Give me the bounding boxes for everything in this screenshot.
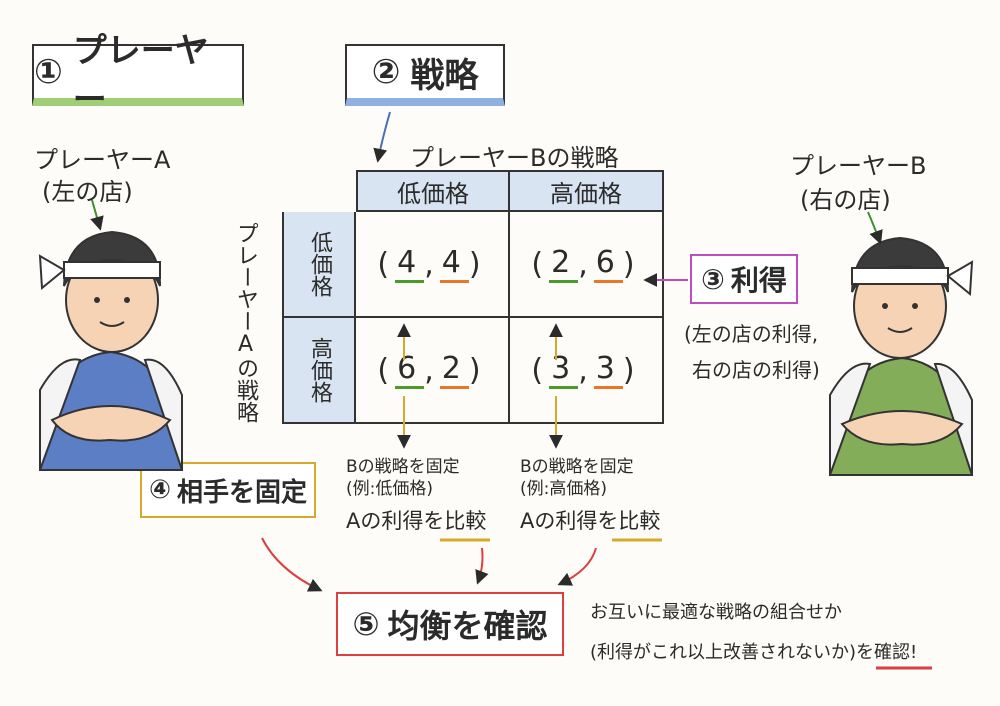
arrow-fix-to-equilibrium [261,537,597,592]
fix-note-line3: Aの利得を比較 [520,509,661,533]
col-header-high: 高価格 [510,170,664,212]
fix-note-line2: (例:低価格) [346,479,433,499]
payoff-a: 6 [395,351,425,389]
fix-note-line3: Aの利得を比較 [346,509,487,533]
row-header-low: 低価格 [282,212,356,318]
payoff-b: 2 [439,351,469,389]
section-number: ② [371,52,401,92]
section-strategy-label: ② 戦略 [345,44,505,106]
shopkeeper-a-illustration [38,230,184,471]
matrix-row-header: プレーヤーAの戦略 [233,222,258,423]
fix-note-line1: Bの戦略を固定 [520,457,634,477]
section-fix-label: ④ 相手を固定 [140,462,316,518]
section-title: 利得 [730,264,787,297]
fix-note-line2: (例:高価格) [520,479,607,499]
shopkeeper-b-illustration [828,236,974,476]
matrix-corner [282,170,356,212]
payoff-cell-high-low: (6,2) [356,318,510,424]
payoff-a: 2 [549,245,579,283]
section-number: ① [34,52,63,92]
section-players-label: ① プレーヤー [32,31,244,120]
payoff-b: 6 [593,245,623,283]
section-title: プレーヤー [72,31,209,120]
fix-note-right: Bの戦略を固定 (例:高価格) Aの利得を比較 [520,456,660,532]
matrix-grid: 低価格 高価格 低価格 高価格 (4,4) (2,6) (6,2) (3,3) [282,170,664,424]
section-title: 相手を固定 [177,477,308,508]
section-number: ③ [701,262,725,296]
row-header-high: 高価格 [282,318,356,424]
payoff-b: 3 [593,351,623,389]
payoff-cell-low-high: (2,6) [510,212,664,318]
arrow-to-player-b [867,211,883,245]
fix-note-line1: Bの戦略を固定 [346,457,460,477]
col-header-low: 低価格 [356,170,510,212]
section-payoff-label: ③ 利得 [690,254,798,304]
player-b-name: プレーヤーB [790,152,927,180]
section-title: 均衡を確認 [387,607,548,645]
payoff-note-line1: (左の店の利得, [684,322,819,346]
player-b-shop: (右の店) [800,186,891,214]
payoff-b: 4 [439,245,469,283]
arrow-strategy-to-matrix [373,111,391,163]
player-a-name: プレーヤーA [34,146,171,174]
payoff-a: 4 [395,245,425,283]
section-equilibrium-label: ⑤ 均衡を確認 [336,592,564,656]
player-a-shop: (左の店) [42,178,133,206]
equilibrium-note-line1: お互いに最適な戦略の組合せか [590,602,842,623]
equilibrium-note-line2: (利得がこれ以上改善されないか)を確認! [590,642,918,663]
matrix-col-header: プレーヤーBの戦略 [410,144,619,172]
payoff-a: 3 [549,351,579,389]
section-number: ④ [148,475,171,505]
section-title: 戦略 [410,55,479,96]
fix-note-left: Bの戦略を固定 (例:低価格) Aの利得を比較 [346,456,486,532]
payoff-cell-low-low: (4,4) [356,212,510,318]
payoff-note-line2: 右の店の利得) [692,358,820,382]
section-number: ⑤ [352,605,380,643]
payoff-cell-high-high: (3,3) [510,318,664,424]
